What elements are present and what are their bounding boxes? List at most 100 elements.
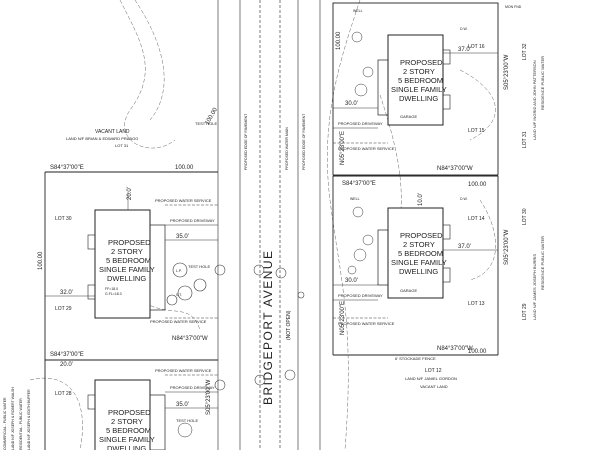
left-lot-31: LOT 31 bbox=[115, 143, 129, 148]
right-upper-l1: PROPOSED bbox=[400, 58, 443, 67]
left-lower-water: PROPOSED WATER SERVICE bbox=[155, 368, 212, 373]
left-lower-l3: 5 BEDROOM bbox=[106, 426, 151, 435]
left-house-l4: SINGLE FAMILY bbox=[99, 265, 155, 274]
right-bearing-n2: N84°37'00"W bbox=[437, 346, 473, 352]
right-dist-top: 100.00 bbox=[336, 31, 342, 50]
right-lower-side: 10.0' bbox=[418, 193, 424, 206]
left-lot-28: LOT 28 bbox=[55, 391, 72, 397]
left-septic-lp: L.P. bbox=[176, 269, 182, 273]
left-s05: S05°23'00"W bbox=[206, 379, 212, 415]
left-lower-services bbox=[165, 374, 218, 438]
left-lower-l5: DWELLING bbox=[107, 444, 146, 450]
left-septic bbox=[166, 262, 207, 306]
right-lower-l3: 5 BEDROOM bbox=[398, 249, 443, 258]
right-upper-l2: 2 STORY bbox=[403, 67, 435, 76]
left-upper-water2: PROPOSED WATER SERVICE bbox=[150, 319, 207, 324]
right-upper-services bbox=[333, 31, 498, 144]
right-lower-well: WELL bbox=[350, 197, 360, 201]
left-lot-lines bbox=[44, 171, 218, 450]
right-lower-l4: SINGLE FAMILY bbox=[391, 258, 447, 267]
right-res1: RESIDENCE PUBLIC WATER bbox=[540, 56, 545, 110]
left-buffer: LAND N/F JOSEPH & EDITH BUFFER bbox=[27, 389, 31, 450]
street-name: BRIDGEPORT AVENUE bbox=[261, 249, 275, 405]
right-lower-services bbox=[333, 206, 498, 319]
right-upper-well: WELL bbox=[353, 9, 363, 13]
right-dist-mid: 100.00 bbox=[468, 182, 487, 188]
left-side-setback: 32.0' bbox=[60, 290, 73, 296]
right-upper-driveway: PROPOSED DRIVEWAY bbox=[338, 121, 383, 126]
right-lower-driveway: PROPOSED DRIVEWAY bbox=[338, 293, 383, 298]
right-lot-lines bbox=[332, 2, 499, 356]
right-lot-29: LOT 29 bbox=[522, 303, 528, 320]
right-s05-2: S05°23'00"W bbox=[504, 229, 510, 265]
bridgeport-avenue-road bbox=[217, 0, 321, 450]
right-lower-dw: D.W. bbox=[460, 197, 468, 201]
right-upper-l3: 5 BEDROOM bbox=[398, 76, 443, 85]
road-circles bbox=[214, 264, 305, 391]
right-vacant: VACANT LAND bbox=[420, 384, 448, 389]
left-house-upper bbox=[87, 209, 166, 319]
left-bearing-n: N84°37'00"W bbox=[172, 336, 208, 342]
right-upper-garage: GARAGE bbox=[400, 114, 417, 119]
left-bearing-2: S84°37'00"E bbox=[50, 352, 84, 358]
right-lot-16: LOT 16 bbox=[468, 44, 485, 50]
right-bearing-n: N84°37'00"W bbox=[437, 166, 473, 172]
right-lower-water: PROPOSED WATER SERVICE bbox=[338, 321, 395, 326]
right-lot-12: LOT 12 bbox=[425, 368, 442, 374]
street-note: (NOT OPEN) bbox=[286, 310, 292, 340]
left-lower-l4: SINGLE FAMILY bbox=[99, 435, 155, 444]
right-lower-front: 30.0' bbox=[345, 278, 358, 284]
left-vacant-land: VACANT LAND bbox=[95, 129, 130, 135]
left-house-l2: 2 STORY bbox=[111, 247, 143, 256]
left-commercial: COMMERCIAL - PUBLIC WATER bbox=[3, 397, 7, 450]
edge-of-pavement-right: PROPOSED EDGE OF PAVEMENT bbox=[302, 113, 306, 170]
left-lot-29: LOT 29 bbox=[55, 306, 72, 312]
right-house-lower bbox=[377, 207, 451, 299]
right-lower-l5: DWELLING bbox=[399, 267, 438, 276]
right-lot-30: LOT 30 bbox=[522, 208, 528, 225]
right-mon: MON FND bbox=[505, 5, 522, 9]
left-lot-dim-vert: 100.00 bbox=[38, 251, 44, 270]
left-dist-1: 100.00 bbox=[175, 165, 194, 171]
edge-of-pavement-left: PROPOSED EDGE OF PAVEMENT bbox=[244, 113, 248, 170]
left-walsh: LAND N/F JOSEPH & ROBERT WALSH bbox=[11, 387, 15, 450]
left-septic-st: S.T. bbox=[176, 293, 182, 297]
left-lower-setback3: 20.0' bbox=[60, 362, 73, 368]
right-owner2: LAND N/F JAMES JOSEPH BURRIS bbox=[532, 254, 537, 320]
right-house-upper bbox=[377, 34, 451, 126]
left-house-l3: 5 BEDROOM bbox=[106, 256, 151, 265]
left-lower-test-hole: TEST HOLE bbox=[176, 418, 198, 423]
left-top-setback: 20.0' bbox=[127, 187, 133, 200]
left-bearing-1: S84°37'00"E bbox=[50, 165, 84, 171]
left-test-hole: TEST HOLE bbox=[195, 121, 217, 126]
left-lower-driveway: PROPOSED DRIVEWAY bbox=[170, 385, 215, 390]
right-s05-1: S05°23'00"W bbox=[504, 54, 510, 90]
right-lower-rear: 37.0' bbox=[458, 244, 471, 250]
right-lot-15: LOT 15 bbox=[468, 128, 485, 134]
right-lower-l1: PROPOSED bbox=[400, 231, 443, 240]
right-res2: RESIDENCE PUBLIC WATER bbox=[540, 236, 545, 290]
left-upper-setback: 35.0' bbox=[176, 234, 189, 240]
contour-lines bbox=[29, 0, 496, 450]
right-bearing-s: S84°37'00"E bbox=[342, 181, 376, 187]
water-main-label: PROPOSED WATER MAIN bbox=[285, 127, 289, 170]
right-lower-l2: 2 STORY bbox=[403, 240, 435, 249]
right-upper-dw: D.W. bbox=[460, 27, 468, 31]
left-lower-setback: 35.0' bbox=[176, 402, 189, 408]
left-upper-driveway: PROPOSED DRIVEWAY bbox=[170, 218, 215, 223]
left-lower-l2: 2 STORY bbox=[111, 417, 143, 426]
right-upper-rear: 37.0' bbox=[458, 47, 471, 53]
left-residential: RESIDENTIAL - PUBLIC WATER bbox=[19, 398, 23, 450]
right-gordon: LAND N/F JANIEL GORDON bbox=[405, 376, 457, 381]
left-house-lower bbox=[87, 379, 166, 450]
right-lot-32: LOT 32 bbox=[522, 43, 528, 60]
right-stockade: 6' STOCKADE FENCE bbox=[395, 356, 436, 361]
right-upper-l4: SINGLE FAMILY bbox=[391, 85, 447, 94]
right-lot-13: LOT 13 bbox=[468, 301, 485, 307]
left-test-hole-2: TEST HOLE bbox=[188, 264, 210, 269]
left-house-elev: FF=18.0 bbox=[105, 287, 118, 291]
right-upper-l5: DWELLING bbox=[399, 94, 438, 103]
left-lot-30: LOT 30 bbox=[55, 216, 72, 222]
right-lot-31: LOT 31 bbox=[522, 131, 528, 148]
